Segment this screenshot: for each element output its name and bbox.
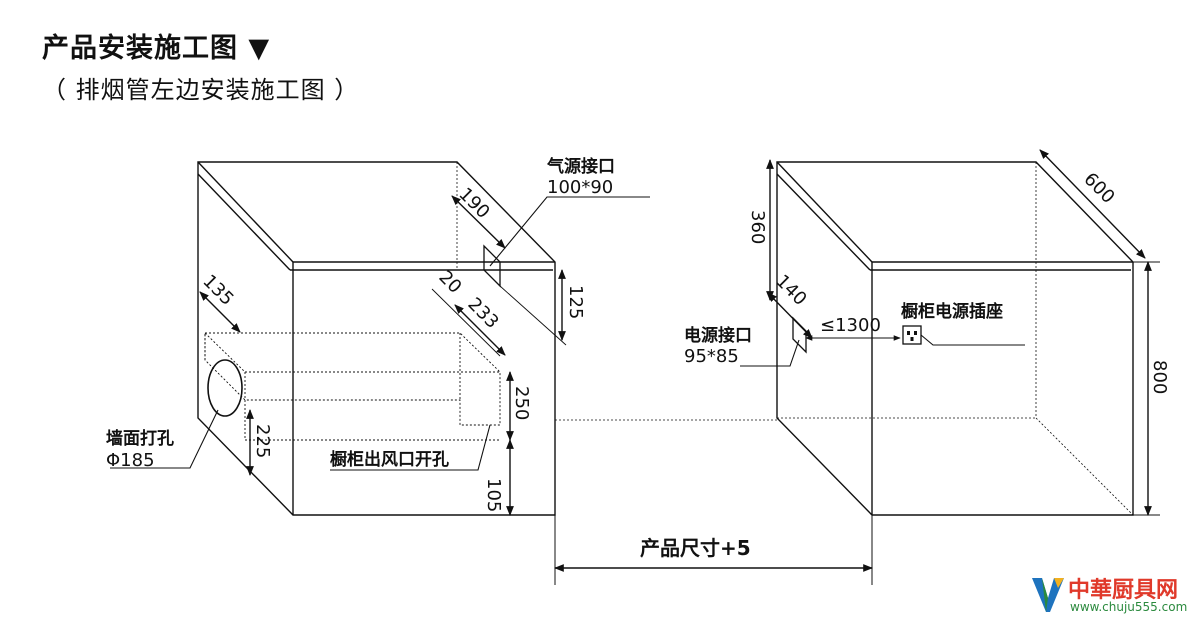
dim-20: 20 xyxy=(434,267,465,298)
gas-interface-label: 气源接口 xyxy=(546,156,615,177)
power-socket xyxy=(902,325,922,345)
wall-hole xyxy=(207,359,243,417)
watermark-url: www.chuju555.com xyxy=(1070,600,1188,614)
dim-125: 125 xyxy=(565,285,586,319)
max-distance-label: ≤1300 xyxy=(820,315,881,336)
dim-600: 600 xyxy=(1079,169,1118,208)
power-interface-label: 电源接口 xyxy=(684,325,752,346)
watermark-logo: 中華厨具网 www.chuju555.com xyxy=(1030,572,1195,622)
dim-233: 233 xyxy=(463,294,502,333)
gas-interface-box xyxy=(483,244,501,288)
dim-105: 105 xyxy=(483,478,504,512)
power-interface-size: 95*85 xyxy=(684,346,739,367)
wall-hole-label: 墙面打孔 xyxy=(106,428,174,449)
dim-190: 190 xyxy=(454,184,493,223)
width-label: 产品尺寸+5 xyxy=(640,536,751,560)
brand-logo-icon xyxy=(1032,578,1064,612)
socket-label: 橱柜电源插座 xyxy=(901,301,1003,322)
page-title: 产品安装施工图 ▼ xyxy=(42,33,271,64)
socket-holes xyxy=(907,331,917,341)
dim-800: 800 xyxy=(1149,360,1170,394)
dim-250: 250 xyxy=(511,386,532,420)
right-cabinet xyxy=(776,161,1134,516)
dim-360: 360 xyxy=(747,210,768,244)
dim-225: 225 xyxy=(252,424,273,458)
gas-interface-size: 100*90 xyxy=(547,177,613,198)
outlet-label: 橱柜出风口开孔 xyxy=(330,449,449,470)
watermark-brand: 中華厨具网 xyxy=(1068,578,1179,603)
exhaust-duct xyxy=(204,332,501,441)
wall-hole-size: Φ185 xyxy=(106,450,155,471)
page-subtitle: （ 排烟管左边安装施工图 ） xyxy=(42,76,360,104)
dim-135: 135 xyxy=(198,271,237,310)
power-interface-box xyxy=(792,316,807,354)
